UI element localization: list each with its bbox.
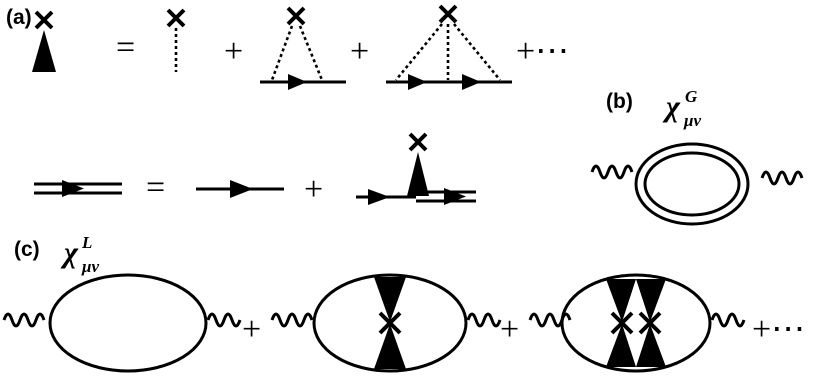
second-order-impurity-diagram (260, 6, 346, 90)
plus-ellipsis: +⋯ (516, 33, 569, 70)
arrow-icon (368, 189, 390, 205)
dressed-impurity-vertex (32, 10, 56, 72)
impurity-cross-icon (166, 8, 186, 28)
panel-a-label: (a) (6, 6, 32, 29)
chi-l-symbol: χ L μν (60, 233, 99, 276)
plus-sign: + (500, 311, 519, 348)
photon-wavy-line (760, 170, 804, 186)
svg-text:χ: χ (60, 236, 79, 269)
photon-wavy-line (710, 312, 746, 328)
panel-b-label: (b) (606, 90, 633, 113)
photon-wavy-line (270, 312, 314, 328)
filled-vertex-triangle (407, 152, 429, 196)
impurity-cross-icon (34, 10, 54, 30)
filled-vertex-triangle (374, 277, 406, 322)
double-vertex-bubble-diagram (528, 273, 746, 373)
self-energy-insertion (356, 132, 476, 205)
gamma-bubble-diagram (590, 142, 804, 226)
arrow-icon (444, 188, 466, 205)
svg-text:μν: μν (81, 257, 99, 276)
chi-g-symbol: χ G μν (662, 87, 701, 130)
single-vertex-bubble-diagram (270, 273, 502, 373)
arrow-icon (288, 74, 307, 90)
plus-sign: + (224, 33, 243, 70)
impurity-cross-icon (408, 132, 428, 152)
plus-sign: + (304, 171, 323, 208)
bare-bubble-diagram (2, 273, 242, 373)
third-order-impurity-diagram (386, 4, 512, 90)
impurity-cross-icon (286, 6, 306, 26)
photon-wavy-line (2, 312, 46, 328)
equals-sign: = (116, 29, 135, 66)
filled-vertex-triangle (636, 279, 666, 322)
photon-wavy-line (466, 312, 502, 328)
filled-vertex-triangle (636, 324, 666, 367)
bare-propagator (196, 180, 284, 198)
plus-sign: + (242, 311, 261, 348)
impurity-cross-icon (378, 311, 402, 335)
filled-vertex-triangle (374, 324, 406, 369)
filled-vertex-triangle (32, 30, 56, 72)
bare-impurity-line (166, 8, 186, 72)
dressed-propagator (34, 180, 122, 197)
arrow-icon (230, 180, 253, 198)
panel-c-label: (c) (14, 238, 40, 261)
filled-vertex-triangle (606, 279, 636, 322)
photon-wavy-line (206, 312, 242, 328)
svg-text:μν: μν (683, 111, 701, 130)
impurity-cross-icon (610, 311, 634, 335)
impurity-cross-icon (638, 311, 662, 335)
impurity-cross-icon (438, 4, 458, 24)
plus-ellipsis: +⋯ (752, 311, 805, 348)
arrow-icon (408, 74, 427, 90)
arrow-icon (462, 74, 481, 90)
plus-sign: + (350, 33, 369, 70)
equals-sign: = (146, 169, 165, 206)
filled-vertex-triangle (606, 324, 636, 367)
arrow-icon (62, 180, 84, 197)
svg-text:G: G (685, 87, 698, 106)
photon-wavy-line (590, 164, 634, 180)
svg-text:L: L (81, 233, 92, 252)
svg-text:χ: χ (662, 90, 681, 123)
